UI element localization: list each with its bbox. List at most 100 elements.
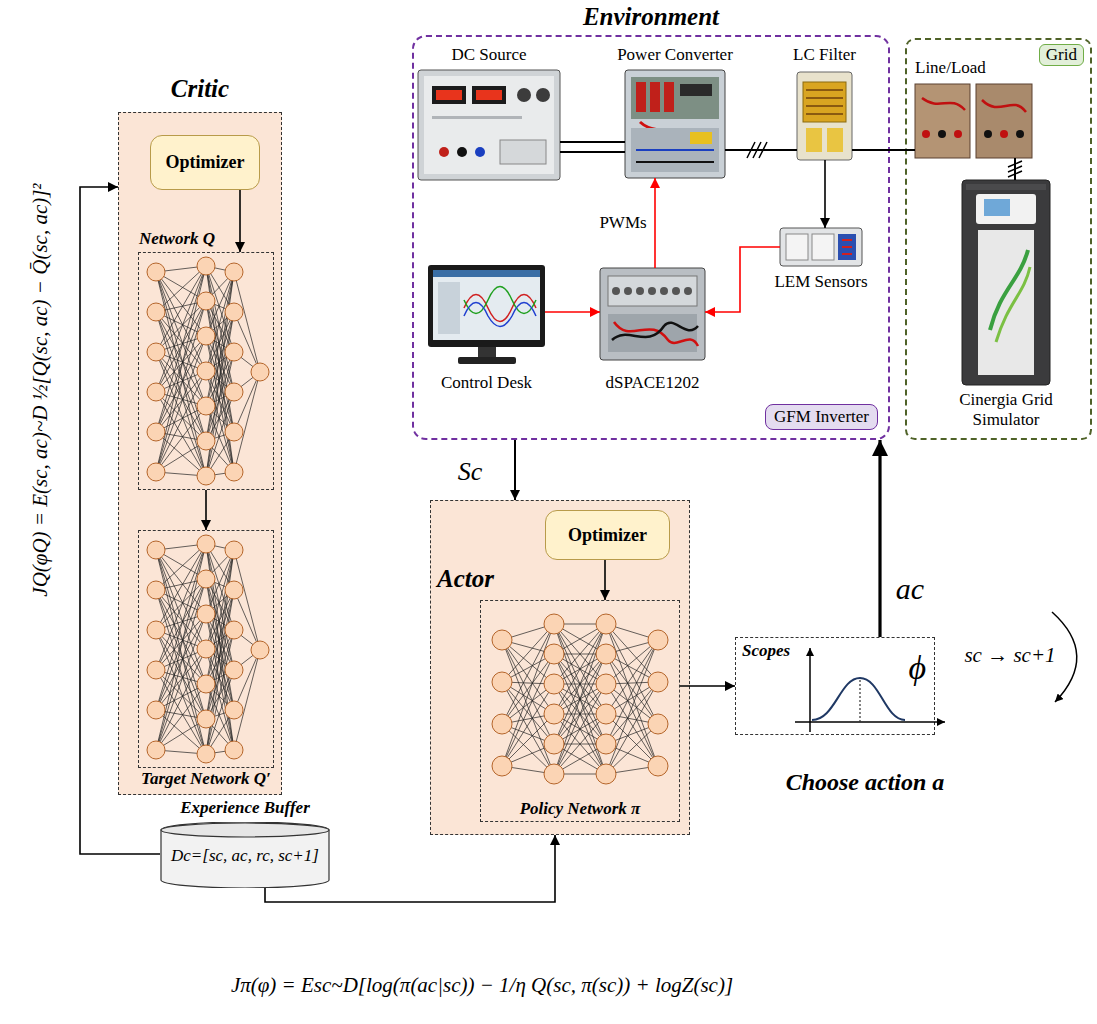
region-title: Environment: [583, 3, 719, 31]
neuron: [197, 535, 215, 553]
dspace-photo: [608, 276, 697, 306]
lem-sensors-photo: [780, 228, 862, 266]
network-name: Target Network Q′: [141, 769, 271, 789]
power-converter-photo: [636, 149, 714, 151]
text-holder: Critic: [119, 75, 281, 103]
dc-source-photo: [476, 90, 502, 100]
line-load-photo: [976, 84, 1032, 158]
control-desk-photo: [458, 357, 516, 364]
text-holder: LEM Sensors: [760, 272, 882, 292]
text-holder: Policy Network π: [481, 799, 679, 819]
grid-simulator-photo: [976, 194, 1036, 224]
power-converter-photo: [636, 161, 714, 163]
control-desk-photo: [464, 303, 536, 327]
neuron: [197, 362, 215, 380]
lc-filter-photo: [827, 128, 843, 152]
neuron: [596, 644, 616, 664]
lc-filter-photo: [797, 72, 852, 160]
neuron: [147, 423, 165, 441]
box-title: Experience Buffer: [180, 798, 310, 818]
connector-arrow: [205, 490, 207, 530]
dc-source-photo: [418, 70, 560, 180]
cylinder-shape: [161, 823, 329, 837]
power-wire: [852, 149, 915, 151]
neuron: [147, 263, 165, 281]
lc-filter-photo: [803, 82, 846, 122]
dc-source-photo: [457, 147, 467, 157]
dc-source-photo: [475, 147, 485, 157]
line-load-photo: [938, 130, 946, 138]
control-desk-photo: [428, 265, 545, 364]
neuron: [492, 630, 512, 650]
neuron: [596, 704, 616, 724]
scope-plot: [795, 721, 945, 723]
neuron: [147, 741, 165, 759]
text-holder: ϕ: [908, 650, 926, 686]
optimizer-box: Optimizer: [545, 510, 670, 560]
text-holder: DC Source: [418, 45, 560, 65]
lem-sensors-photo: [842, 240, 852, 254]
neuron: [225, 343, 243, 361]
neuron: [225, 701, 243, 719]
line-load-photo: [922, 130, 930, 138]
neuron: [147, 621, 165, 639]
grid-simulator-photo: [962, 180, 1050, 385]
connector-arrow: [545, 311, 600, 313]
neuron: [648, 714, 668, 734]
power-converter-photo: [631, 128, 719, 172]
neuron: [648, 756, 668, 776]
formula: Dc=[sc, ac, rc, sc+1]: [171, 846, 319, 866]
part-name: LC Filter: [793, 45, 856, 65]
text-holder: Actor: [437, 565, 494, 593]
neuron: [596, 674, 616, 694]
dspace-photo: [612, 323, 698, 340]
connector-arrow: [239, 190, 241, 252]
text-holder: Experience Buffer: [140, 798, 350, 818]
neuron: [225, 263, 243, 281]
neuron: [147, 661, 165, 679]
edge-label: ac: [896, 572, 924, 606]
text-holder: PWMs: [599, 213, 646, 233]
neuron: [596, 614, 616, 634]
transition-arc: [1052, 612, 1077, 702]
line-load-photo: [922, 98, 965, 110]
lem-sensors-photo: [812, 234, 834, 260]
text-holder: Control Desk: [418, 373, 555, 393]
dc-source-photo: [432, 116, 522, 119]
power-wire: [560, 141, 625, 143]
lc-filter-photo: [806, 128, 822, 152]
control-desk-photo: [478, 347, 496, 357]
dc-source-photo: [432, 86, 466, 104]
panel-title: Critic: [171, 75, 229, 103]
cylinder-shape: [161, 822, 329, 888]
connector-arrow: [514, 440, 516, 500]
connector-arrow: [604, 560, 606, 600]
neuron: [197, 257, 215, 275]
grid-simulator-photo: [996, 267, 1030, 342]
text-holder: Target Network Q′: [129, 769, 283, 789]
dc-source-photo: [472, 86, 506, 104]
dc-source-photo: [536, 88, 550, 102]
loss-equation: Jπ(φ) = Esc~D[log(π(ac|sc)) − 1/η Q(sc, …: [231, 972, 733, 998]
line-load-photo: [982, 100, 1026, 112]
power-wire: [725, 149, 797, 151]
critic-panel: CriticOptimizerNetwork QTarget Network Q…: [118, 112, 282, 795]
transition-arc: [1052, 612, 1077, 702]
lem-sensors-photo: [780, 228, 862, 266]
neuron: [197, 605, 215, 623]
box-title: Scopes: [742, 641, 790, 661]
grid-simulator-photo: [962, 180, 1050, 385]
network-name: Network Q: [139, 229, 215, 249]
dspace-photo: [636, 287, 644, 295]
text-holder: Sc: [458, 457, 483, 487]
neuron: [544, 734, 564, 754]
text-holder: Optimizer: [546, 524, 669, 546]
line-load-photo: [915, 84, 970, 158]
neuron: [225, 541, 243, 559]
dspace-photo: [660, 287, 668, 295]
neuron: [251, 363, 269, 381]
part-name: LEM Sensors: [774, 272, 867, 292]
part-name: dSPACE1202: [606, 373, 700, 393]
